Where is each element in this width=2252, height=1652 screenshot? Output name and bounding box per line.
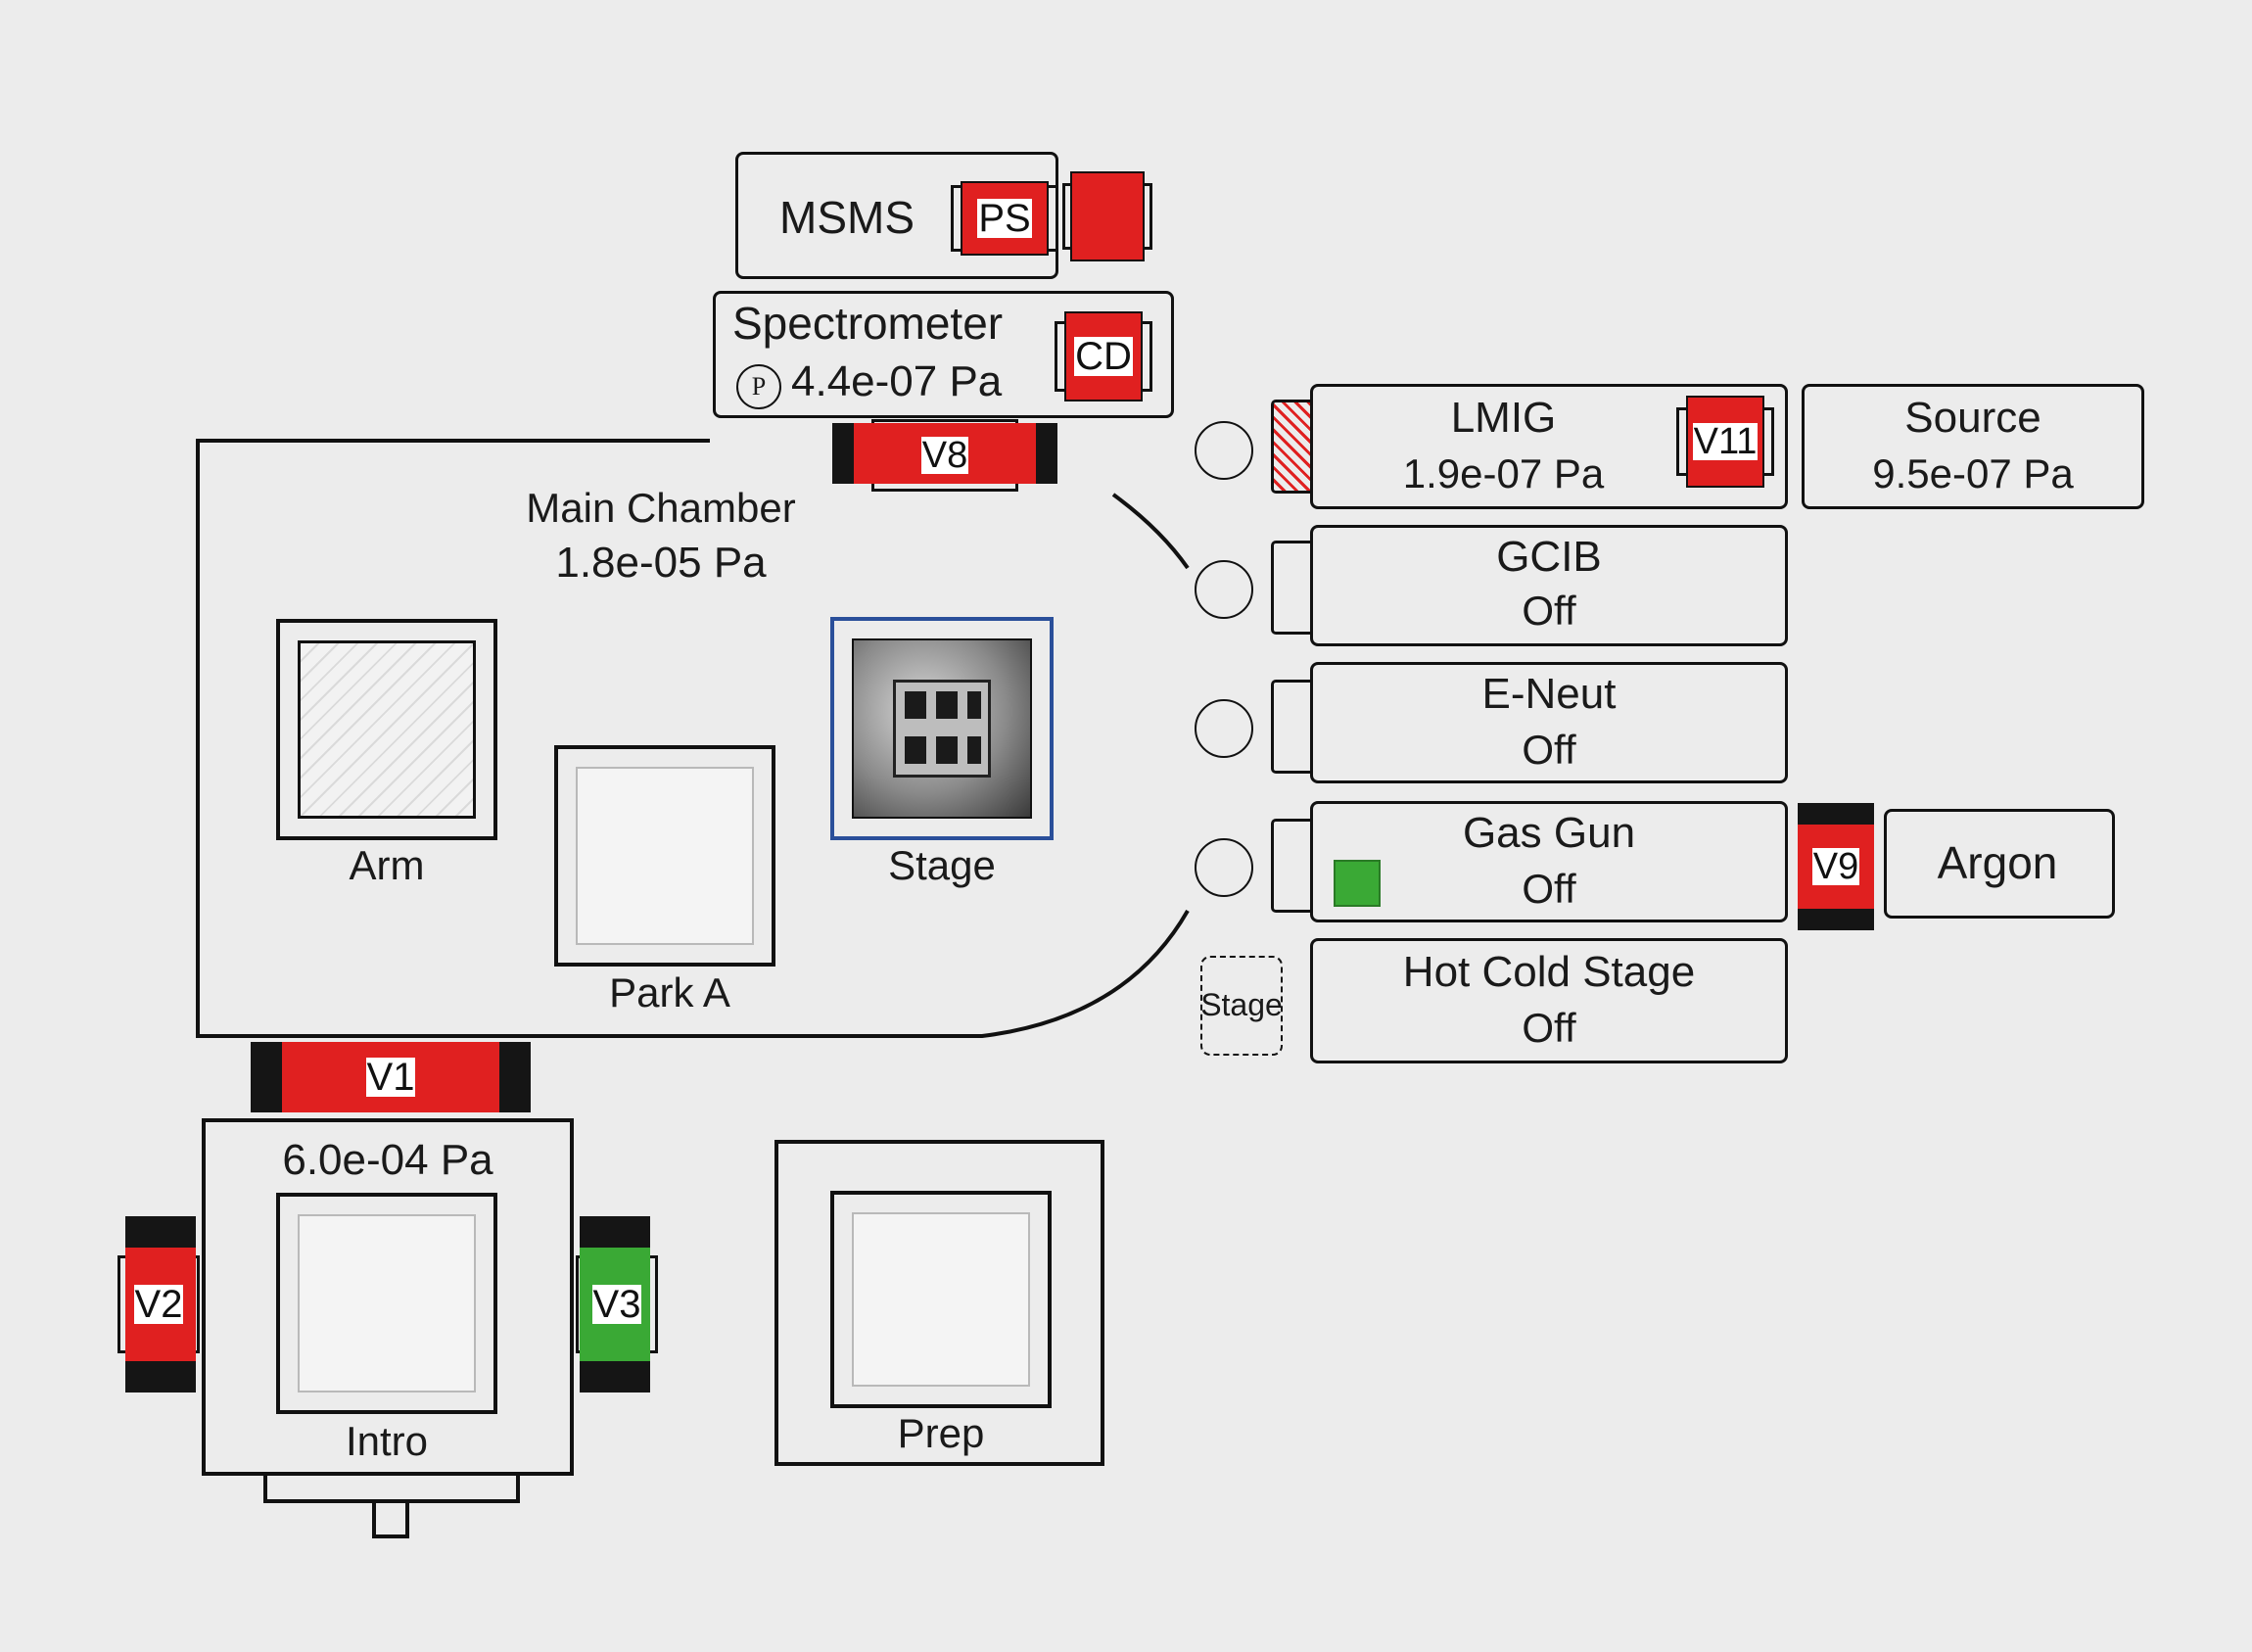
v2-valve[interactable]: V2 xyxy=(117,1216,200,1392)
ps-valve[interactable]: PS xyxy=(951,181,1058,256)
e-neut-status: Off xyxy=(1522,727,1576,773)
source-label: Source xyxy=(1904,394,2041,442)
main-chamber-outline xyxy=(196,439,1190,1038)
stage-label: Stage xyxy=(888,842,996,888)
park-a-label: Park A xyxy=(609,969,730,1015)
main-chamber-pressure: 1.8e-05 Pa xyxy=(555,539,767,587)
msms-label: MSMS xyxy=(779,192,915,243)
intro-position[interactable] xyxy=(276,1193,497,1414)
v2-valve-label: V2 xyxy=(133,1283,184,1326)
cd-valve-label: CD xyxy=(1074,335,1133,378)
argon-label: Argon xyxy=(1937,837,2058,888)
argon-box[interactable] xyxy=(1884,809,2115,919)
gas-gun-port-indicator[interactable] xyxy=(1195,838,1253,897)
gas-gun-box[interactable] xyxy=(1310,801,1788,922)
intro-port xyxy=(372,1499,409,1538)
v1-valve[interactable]: V1 xyxy=(251,1042,531,1112)
prep-position[interactable] xyxy=(830,1191,1052,1408)
e-neut-label: E-Neut xyxy=(1481,670,1617,718)
hot-cold-stage-tag: Stage xyxy=(1200,987,1283,1022)
v1-valve-label: V1 xyxy=(365,1056,416,1099)
intro-pressure: 6.0e-04 Pa xyxy=(282,1136,493,1184)
spectrometer-label: Spectrometer xyxy=(732,298,1004,349)
gcib-port-indicator[interactable] xyxy=(1195,560,1253,619)
arm-label: Arm xyxy=(349,842,425,888)
lmig-pressure: 1.9e-07 Pa xyxy=(1402,450,1605,496)
hot-cold-stage-status: Off xyxy=(1522,1005,1576,1051)
source-box[interactable] xyxy=(1802,384,2144,509)
ps-valve-label: PS xyxy=(977,197,1032,240)
source-pressure: 9.5e-07 Pa xyxy=(1872,450,2074,496)
v11-valve[interactable]: V11 xyxy=(1676,396,1774,488)
arm-position[interactable] xyxy=(276,619,497,840)
lmig-label: LMIG xyxy=(1450,394,1557,442)
intro-flange xyxy=(263,1470,520,1503)
e-neut-port-indicator[interactable] xyxy=(1195,699,1253,758)
pressure-gauge-icon: P xyxy=(736,364,781,409)
chamber-arc-upper xyxy=(1111,493,1190,570)
gcib-status: Off xyxy=(1522,588,1576,634)
hot-cold-stage-box[interactable] xyxy=(1310,938,1788,1063)
v9-valve[interactable]: V9 xyxy=(1798,803,1874,930)
park-a-position[interactable] xyxy=(554,745,775,967)
gas-gun-label: Gas Gun xyxy=(1462,809,1636,857)
hot-cold-stage-tag-box[interactable] xyxy=(1200,956,1283,1056)
v3-valve[interactable]: V3 xyxy=(576,1216,658,1392)
spectrometer-pressure: 4.4e-07 Pa xyxy=(791,357,1003,405)
gcib-label: GCIB xyxy=(1496,533,1602,581)
main-chamber-title: Main Chamber xyxy=(526,485,796,531)
v15-valve[interactable] xyxy=(1062,171,1152,261)
prep-label: Prep xyxy=(897,1410,985,1456)
cd-valve[interactable]: CD xyxy=(1055,311,1152,401)
intro-label: Intro xyxy=(345,1418,429,1464)
v9-valve-label: V9 xyxy=(1811,846,1860,887)
e-neut-box[interactable] xyxy=(1310,662,1788,783)
e-neut-stub xyxy=(1271,680,1316,774)
lmig-port-indicator[interactable] xyxy=(1195,421,1253,480)
gas-gun-status: Off xyxy=(1522,866,1576,912)
v3-valve-label: V3 xyxy=(591,1283,642,1326)
gas-gun-status-indicator xyxy=(1334,860,1381,907)
sample-holder-image xyxy=(852,638,1032,819)
hot-cold-stage-label: Hot Cold Stage xyxy=(1402,948,1696,996)
gcib-box[interactable] xyxy=(1310,525,1788,646)
stage-position[interactable] xyxy=(830,617,1054,840)
lmig-shutter[interactable] xyxy=(1271,400,1316,494)
v8-valve-label: V8 xyxy=(920,435,969,476)
v11-valve-label: V11 xyxy=(1692,421,1759,462)
v8-valve[interactable]: V8 xyxy=(832,419,1057,492)
